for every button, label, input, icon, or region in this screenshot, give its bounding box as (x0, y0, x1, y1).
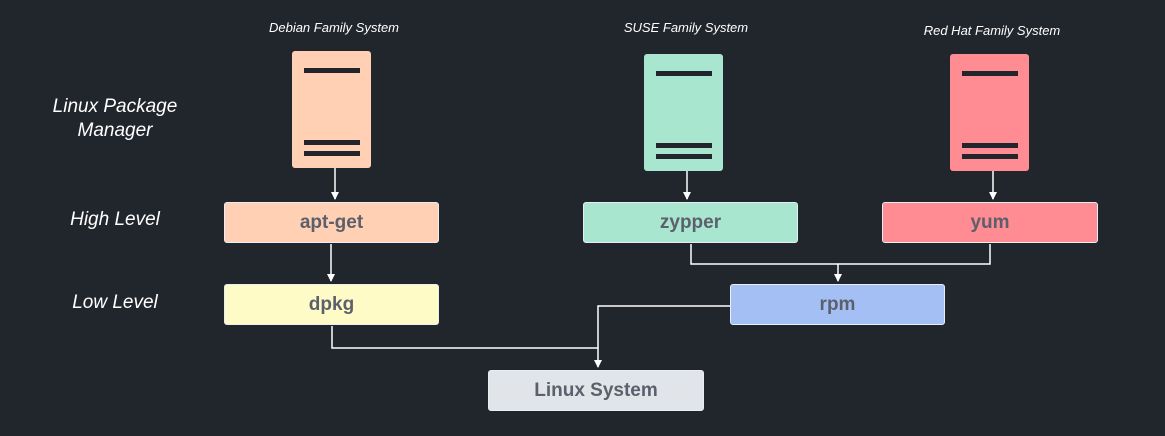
connector-dpkg-to-linux-system (331, 326, 602, 368)
row-label-high-level: High Level (70, 209, 160, 230)
suse-server-icon (644, 54, 723, 171)
rpm-box: rpm (730, 284, 945, 325)
row-label-low-level: Low Level (72, 292, 158, 313)
dpkg-box: dpkg (224, 284, 439, 325)
family-label-debian: Debian Family System (268, 20, 400, 35)
zypper-box: zypper (583, 202, 798, 243)
linux-system-box: Linux System (488, 370, 704, 411)
connector-yum-to-rpm (838, 244, 991, 265)
connector-zypper-to-rpm (690, 244, 842, 282)
redhat-server-icon (950, 54, 1029, 171)
apt-get-box: apt-get (224, 202, 439, 243)
family-label-suse: SUSE Family System (623, 20, 749, 35)
yum-box: yum (882, 202, 1098, 243)
debian-server-icon (292, 51, 371, 168)
family-label-redhat: Red Hat Family System (923, 23, 1061, 38)
connector-rpm-to-linux-system (597, 305, 730, 348)
